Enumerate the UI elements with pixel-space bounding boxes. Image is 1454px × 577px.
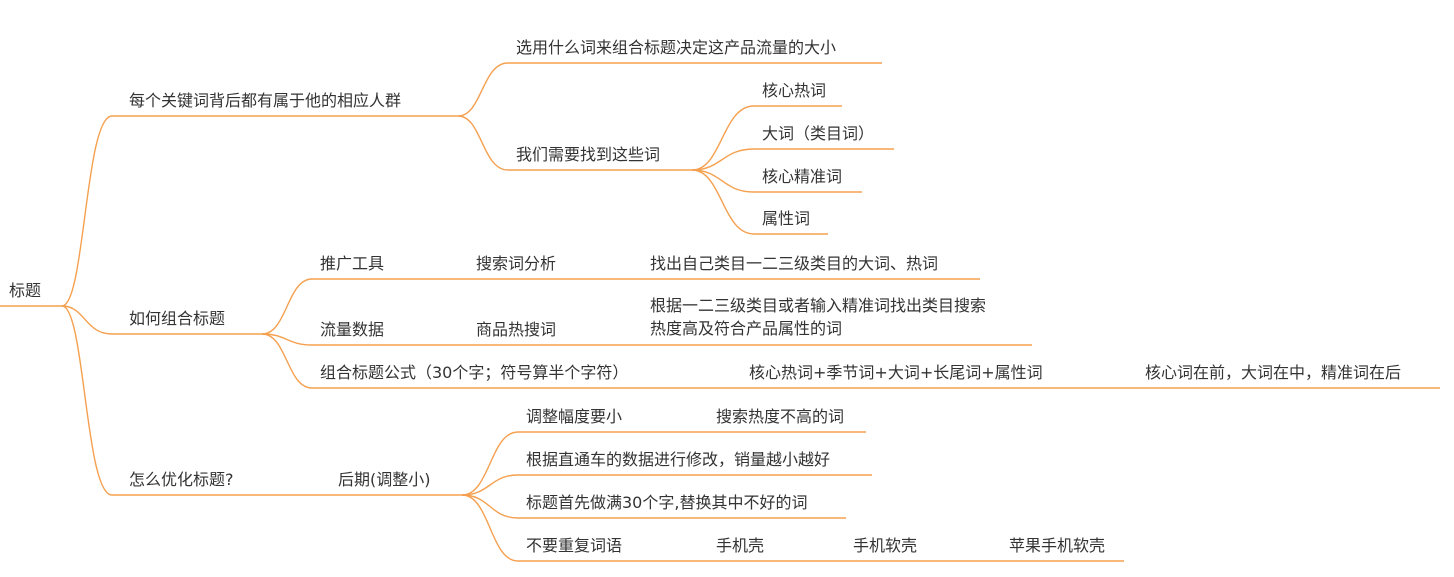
node-b3-mid[interactable]: 后期(调整小)	[338, 470, 431, 489]
node-b2-r3-b[interactable]: 核心热词+季节词+大词+长尾词+属性词	[749, 363, 1043, 382]
node-item-3[interactable]: 核心精准词	[762, 167, 842, 186]
node-item-1[interactable]: 核心热词	[762, 81, 826, 100]
labels: 标题 每个关键词背后都有属于他的相应人群 选用什么词来组合标题决定这产品流量的大…	[9, 38, 1401, 555]
node-b2-r2-c1[interactable]: 根据一二三级类目或者输入精准词找出类目搜索	[650, 296, 986, 315]
edge-root-b1	[61, 115, 113, 307]
node-b3-r1-b[interactable]: 搜索热度不高的词	[716, 407, 844, 426]
node-b2-r2-b[interactable]: 商品热搜词	[476, 320, 556, 339]
connectors	[61, 62, 755, 562]
node-b2-r1-b[interactable]: 搜索词分析	[476, 254, 556, 273]
node-b3-r4-b[interactable]: 手机壳	[716, 536, 764, 555]
node-b3-r2[interactable]: 根据直通车的数据进行修改，销量越小越好	[526, 450, 830, 469]
edge-b1-c2	[457, 115, 509, 171]
node-item-2[interactable]: 大词（类目词）	[762, 124, 874, 143]
node-root[interactable]: 标题	[9, 281, 41, 300]
edge-mid-r3	[461, 494, 519, 519]
node-b2-r2-c2[interactable]: 热度高及符合产品属性的词	[650, 319, 842, 338]
node-b3-r3[interactable]: 标题首先做满30个字,替换其中不好的词	[526, 493, 807, 512]
edge-c2-i2	[691, 148, 755, 171]
node-b2-r3-a[interactable]: 组合标题公式（30个字；符号算半个字符）	[320, 363, 628, 382]
node-b3-r4-d[interactable]: 苹果手机软壳	[1009, 536, 1105, 555]
node-b1-c1[interactable]: 选用什么词来组合标题决定这产品流量的大小	[516, 38, 836, 57]
node-b2-r1-a[interactable]: 推广工具	[320, 254, 384, 273]
edge-root-b3	[61, 305, 113, 496]
node-b3[interactable]: 怎么优化标题?	[129, 470, 234, 489]
underlines	[0, 62, 1440, 562]
edge-mid-r4	[461, 494, 519, 562]
edge-c2-i3	[691, 169, 755, 193]
edge-c2-i4	[691, 169, 755, 235]
node-b3-r4-a[interactable]: 不要重复词语	[526, 536, 622, 555]
edge-b1-c1	[457, 62, 509, 117]
node-b2-r3-c[interactable]: 核心词在前，大词在中，精准词在后	[1145, 363, 1401, 382]
node-b2-r2-a[interactable]: 流量数据	[320, 320, 384, 339]
edge-b2-r1	[261, 278, 313, 335]
edge-c2-i1	[691, 105, 755, 171]
edge-root-b2	[61, 305, 113, 335]
edge-b2-r3	[261, 333, 313, 389]
node-b3-r4-c[interactable]: 手机软壳	[853, 536, 917, 555]
node-b1-c2[interactable]: 我们需要找到这些词	[516, 145, 660, 164]
edge-mid-r1	[461, 431, 519, 496]
node-b3-r1-a[interactable]: 调整幅度要小	[526, 407, 622, 426]
node-b2-r1-c[interactable]: 找出自己类目一二三级类目的大词、热词	[650, 254, 938, 273]
edge-mid-r2	[461, 474, 519, 496]
node-b2[interactable]: 如何组合标题	[129, 309, 225, 328]
node-b1[interactable]: 每个关键词背后都有属于他的相应人群	[129, 91, 401, 110]
node-item-4[interactable]: 属性词	[762, 209, 810, 228]
